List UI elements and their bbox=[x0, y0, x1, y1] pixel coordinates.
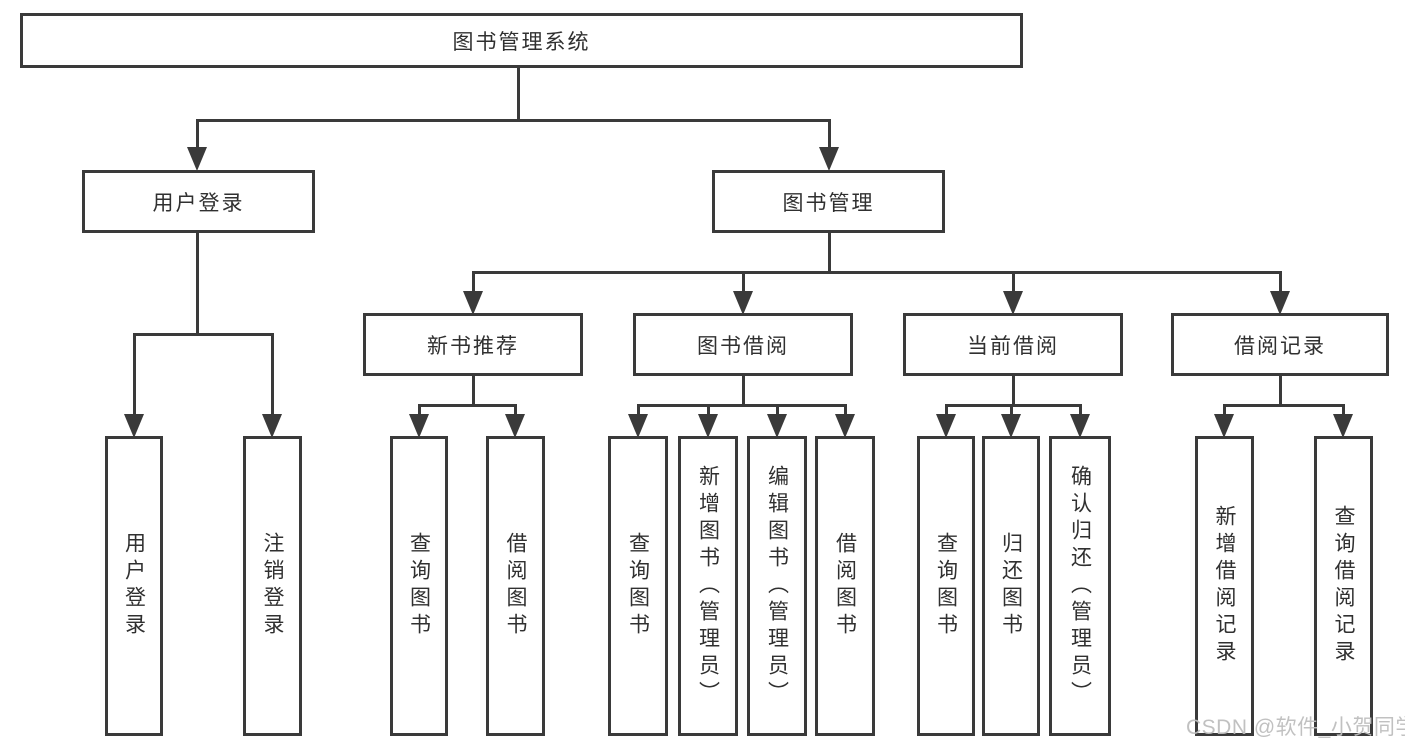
leaf-label: 确认归还（管理员） bbox=[1068, 464, 1092, 708]
node-label: 图书管理 bbox=[782, 191, 875, 215]
connector-line-horizontal bbox=[1222, 404, 1345, 407]
leaf-query-books-current: 查询图书 bbox=[917, 436, 975, 736]
leaf-label: 归还图书 bbox=[999, 532, 1023, 640]
connector-line-vertical bbox=[843, 404, 847, 417]
connector-line-vertical bbox=[132, 333, 136, 418]
connector-line-vertical bbox=[1278, 271, 1282, 294]
arrow-down-icon bbox=[463, 291, 483, 315]
leaf-label: 借阅图书 bbox=[833, 532, 857, 640]
leaf-add-borrow-record: 新增借阅记录 bbox=[1195, 436, 1254, 736]
connector-line-vertical bbox=[417, 404, 421, 417]
arrow-down-icon bbox=[1003, 291, 1023, 315]
leaf-borrow-books-recommend: 借阅图书 bbox=[486, 436, 545, 736]
connector-line-vertical bbox=[270, 333, 274, 418]
leaf-query-books-borrow: 查询图书 bbox=[608, 436, 668, 736]
leaf-label: 编辑图书（管理员） bbox=[765, 464, 789, 708]
node-new-book-recommendation: 新书推荐 bbox=[363, 313, 583, 376]
arrow-down-icon bbox=[733, 291, 753, 315]
node-label: 图书管理系统 bbox=[452, 30, 591, 54]
arrow-down-icon bbox=[698, 414, 718, 438]
arrow-down-icon bbox=[1333, 414, 1353, 438]
node-label: 用户登录 bbox=[152, 191, 245, 215]
connector-line-vertical bbox=[1341, 404, 1345, 417]
arrow-down-icon bbox=[1214, 414, 1234, 438]
arrow-down-icon bbox=[187, 147, 207, 171]
connector-line-vertical bbox=[1222, 404, 1226, 417]
connector-line-vertical bbox=[471, 271, 475, 294]
connector-line-vertical bbox=[1011, 376, 1015, 407]
connector-line-horizontal bbox=[636, 404, 847, 407]
arrow-down-icon bbox=[936, 414, 956, 438]
leaf-label: 注销登录 bbox=[261, 532, 284, 640]
leaf-label: 查询图书 bbox=[626, 532, 650, 640]
leaf-borrow-books: 借阅图书 bbox=[815, 436, 875, 736]
connector-line-vertical bbox=[827, 233, 831, 274]
leaf-query-borrow-record: 查询借阅记录 bbox=[1314, 436, 1373, 736]
leaf-logout: 注销登录 bbox=[243, 436, 302, 736]
arrow-down-icon bbox=[1001, 414, 1021, 438]
node-label: 图书借阅 bbox=[697, 334, 789, 358]
connector-line-vertical bbox=[706, 404, 710, 417]
leaf-label: 新增图书（管理员） bbox=[696, 464, 720, 708]
leaf-label: 新增借阅记录 bbox=[1213, 505, 1236, 667]
leaf-add-books-admin: 新增图书（管理员） bbox=[678, 436, 738, 736]
arrow-down-icon bbox=[505, 414, 525, 438]
node-label: 借阅记录 bbox=[1234, 334, 1326, 358]
leaf-query-books-recommend: 查询图书 bbox=[390, 436, 448, 736]
node-user-login: 用户登录 bbox=[82, 170, 315, 233]
node-library-management-system: 图书管理系统 bbox=[20, 13, 1023, 68]
connector-line-vertical bbox=[195, 233, 199, 335]
arrow-down-icon bbox=[124, 414, 144, 438]
leaf-label: 查询图书 bbox=[407, 532, 431, 640]
connector-line-vertical bbox=[944, 404, 948, 417]
leaf-edit-books-admin: 编辑图书（管理员） bbox=[747, 436, 807, 736]
connector-line-vertical bbox=[195, 119, 199, 150]
connector-line-vertical bbox=[1278, 376, 1282, 407]
connector-line-horizontal bbox=[132, 333, 274, 336]
arrow-down-icon bbox=[409, 414, 429, 438]
leaf-confirm-return-admin: 确认归还（管理员） bbox=[1049, 436, 1111, 736]
connector-line-vertical bbox=[827, 119, 831, 150]
node-book-management: 图书管理 bbox=[712, 170, 945, 233]
node-borrowing-records: 借阅记录 bbox=[1171, 313, 1389, 376]
arrow-down-icon bbox=[1070, 414, 1090, 438]
connector-line-vertical bbox=[1011, 271, 1015, 294]
connector-line-vertical bbox=[1078, 404, 1082, 417]
connector-line-vertical bbox=[513, 404, 517, 417]
leaf-label: 查询借阅记录 bbox=[1332, 505, 1355, 667]
connector-line-horizontal bbox=[471, 271, 1282, 274]
arrow-down-icon bbox=[819, 147, 839, 171]
leaf-user-login: 用户登录 bbox=[105, 436, 163, 736]
leaf-label: 查询图书 bbox=[934, 532, 958, 640]
arrow-down-icon bbox=[767, 414, 787, 438]
arrow-down-icon bbox=[835, 414, 855, 438]
connector-line-vertical bbox=[471, 376, 475, 407]
connector-line-vertical bbox=[636, 404, 640, 417]
connector-line-horizontal bbox=[195, 119, 831, 122]
node-label: 新书推荐 bbox=[427, 334, 519, 358]
connector-line-horizontal bbox=[417, 404, 517, 407]
node-book-borrowing: 图书借阅 bbox=[633, 313, 853, 376]
leaf-label: 借阅图书 bbox=[504, 532, 527, 640]
connector-line-vertical bbox=[741, 271, 745, 294]
watermark: CSDN @软件_小贺同学 bbox=[1186, 716, 1405, 739]
node-label: 当前借阅 bbox=[967, 334, 1059, 358]
connector-line-vertical bbox=[1009, 404, 1013, 417]
leaf-label: 用户登录 bbox=[122, 532, 146, 640]
connector-line-vertical bbox=[516, 68, 520, 122]
connector-line-vertical bbox=[741, 376, 745, 407]
connector-line-vertical bbox=[775, 404, 779, 417]
leaf-return-books: 归还图书 bbox=[982, 436, 1040, 736]
node-current-borrowing: 当前借阅 bbox=[903, 313, 1123, 376]
arrow-down-icon bbox=[262, 414, 282, 438]
connector-line-horizontal bbox=[944, 404, 1082, 407]
arrow-down-icon bbox=[1270, 291, 1290, 315]
arrow-down-icon bbox=[628, 414, 648, 438]
